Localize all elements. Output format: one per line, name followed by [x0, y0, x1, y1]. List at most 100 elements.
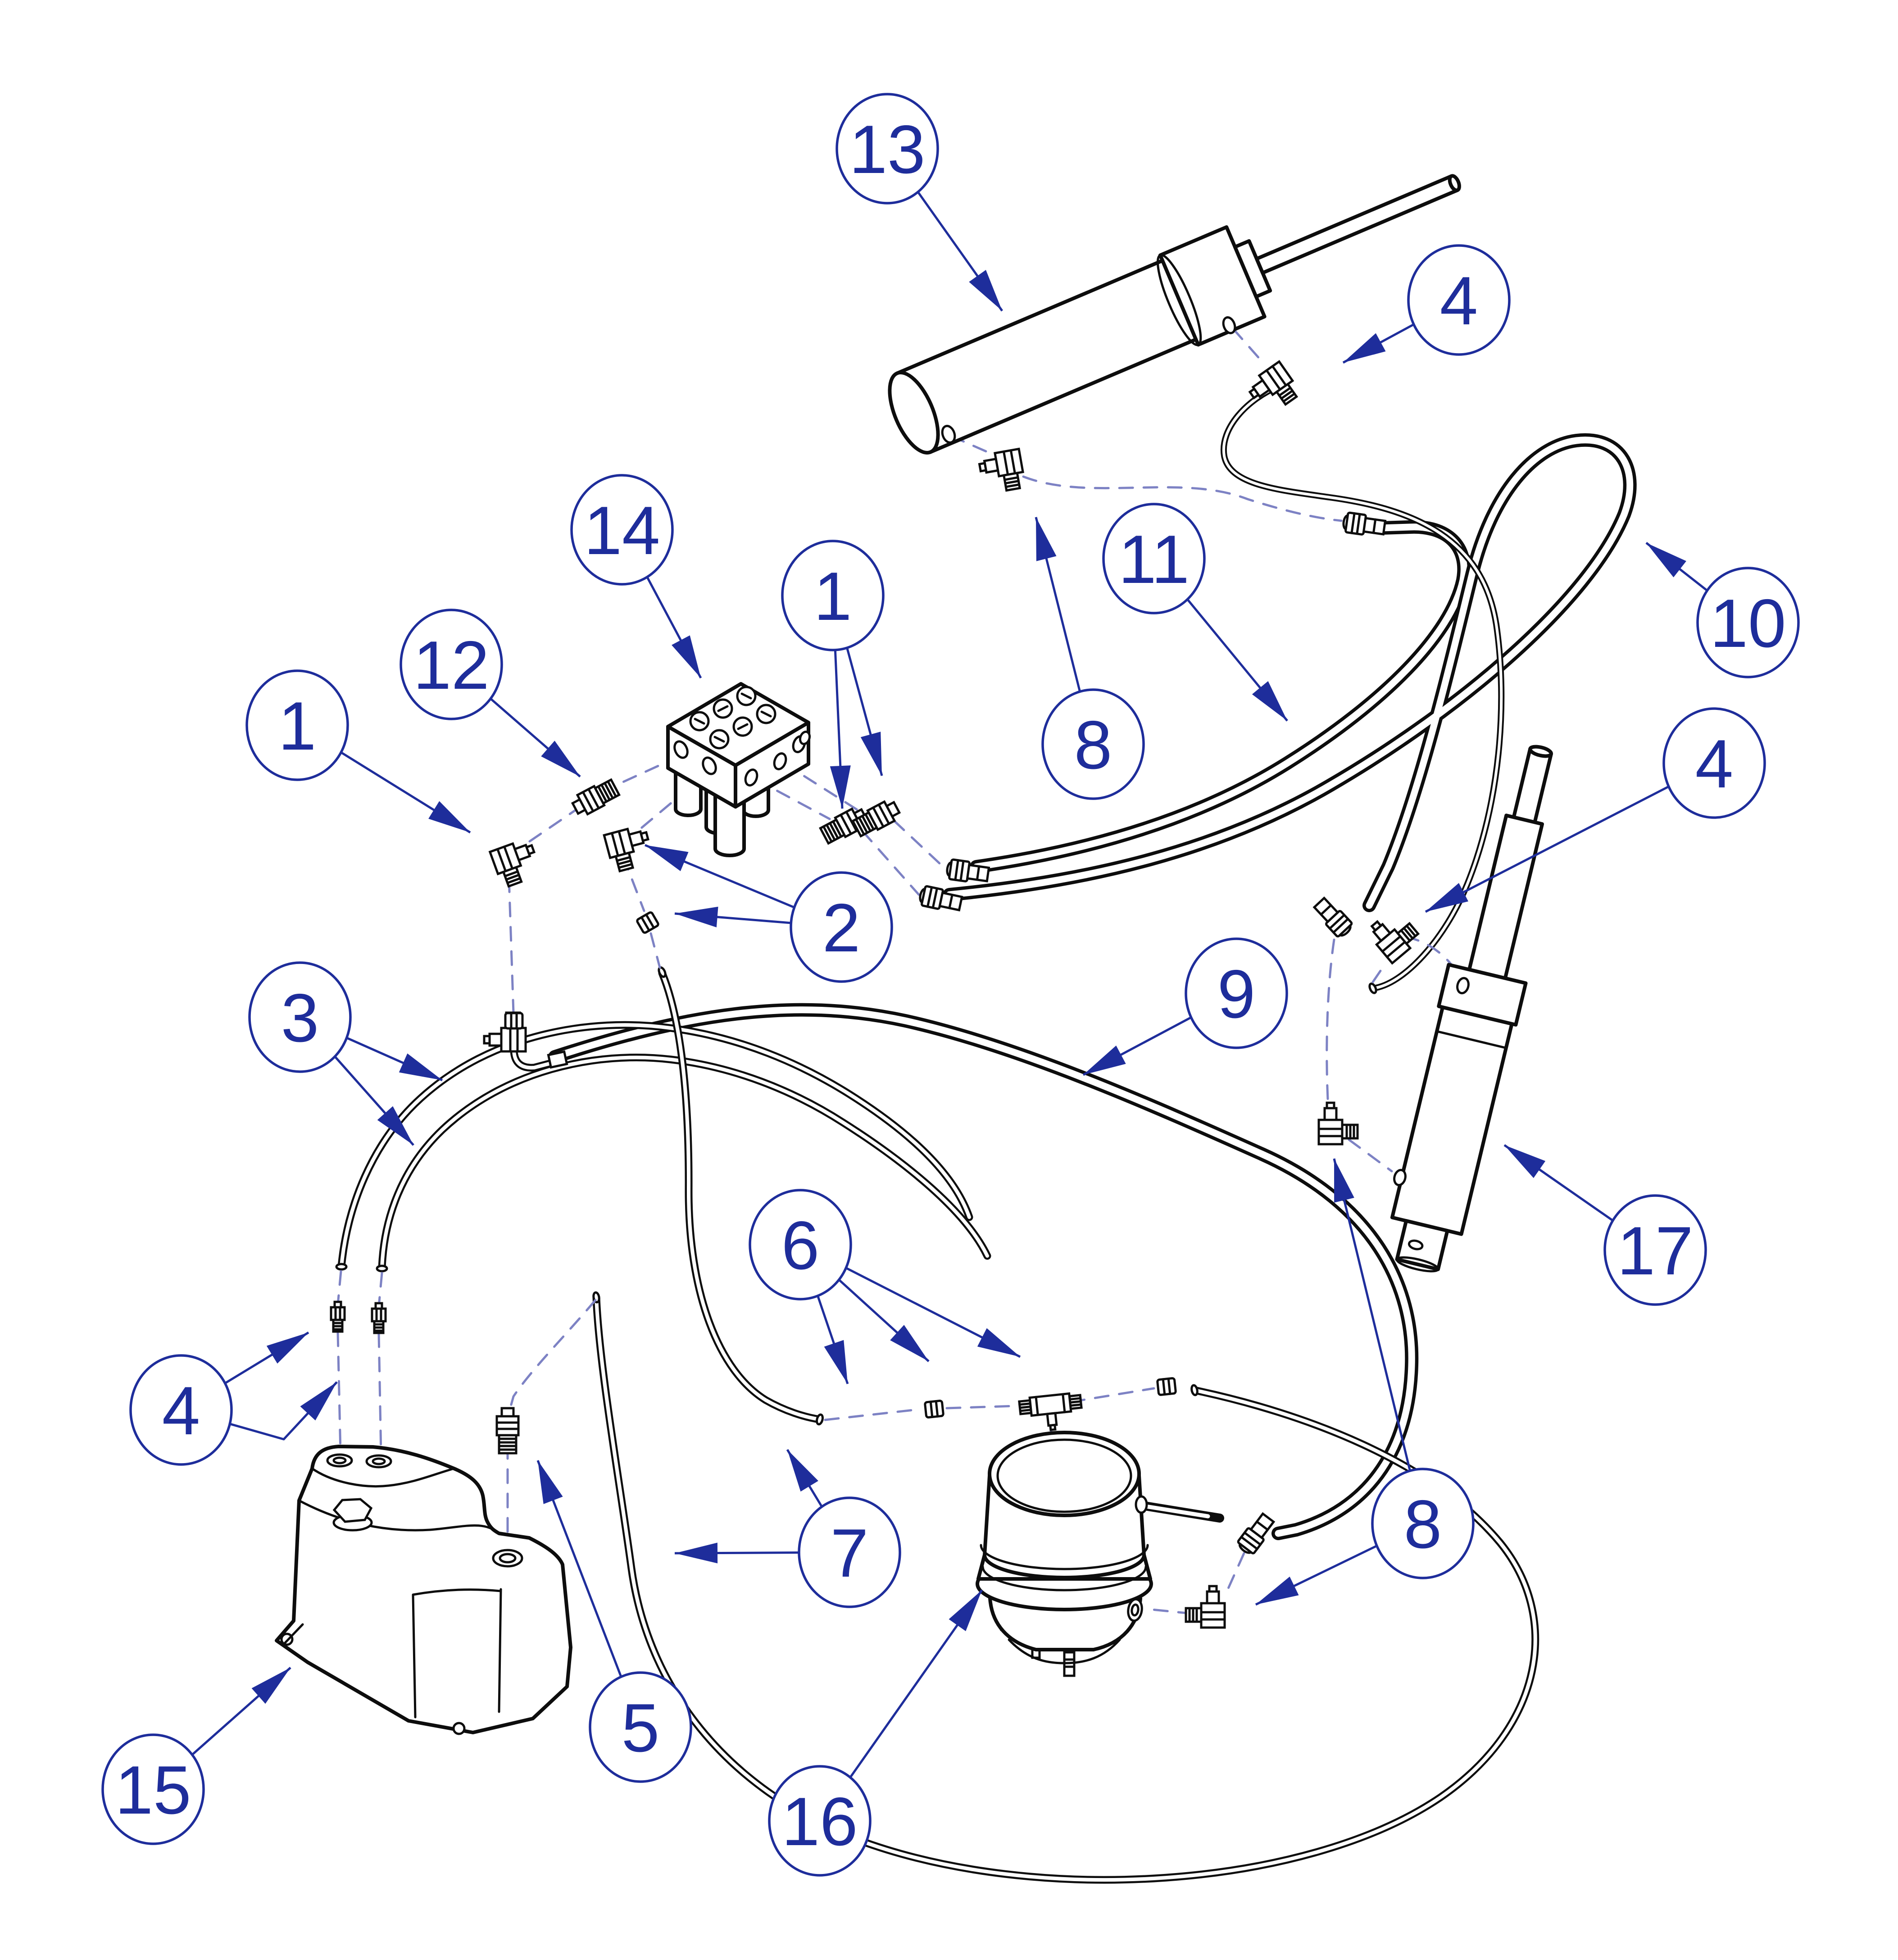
callout-circle [1407, 244, 1511, 356]
tee-nut-right [1157, 1378, 1176, 1395]
tube-7a [658, 969, 824, 1423]
leader-arrowhead [824, 1340, 848, 1384]
callout-circle [1696, 567, 1800, 678]
leader-arrowhead [860, 732, 882, 776]
diaphragm-actuator [976, 1431, 1224, 1677]
callout-4-9: 4 [1662, 707, 1766, 819]
leader-arrowhead [890, 1325, 929, 1361]
callout-label: 3 [281, 980, 319, 1056]
tee-fitting-6 [1019, 1392, 1083, 1433]
cylinder-cap-port [941, 425, 956, 444]
callout-label: 4 [162, 1373, 200, 1449]
callout-5-18: 5 [589, 1671, 692, 1783]
callout-label: 7 [831, 1515, 869, 1592]
callout-circle [589, 1671, 692, 1783]
leader-arrowhead [266, 1332, 309, 1364]
callout-label: 10 [1710, 585, 1786, 662]
callout-label: 16 [781, 1783, 858, 1860]
elbow-fitting-2 [604, 824, 654, 873]
pump-mount-hole [452, 1722, 466, 1735]
callout-1-7: 1 [245, 669, 349, 781]
callout-17-14: 17 [1603, 1194, 1707, 1306]
pump-fill-cap [332, 1498, 373, 1532]
leader-arrowhead [1256, 1576, 1299, 1605]
callout-label: 4 [1695, 726, 1734, 802]
tube-nut-2 [636, 912, 659, 933]
hose11-swivel-end [1342, 512, 1385, 537]
callout-8-16: 8 [1371, 1468, 1475, 1579]
tube-3b [378, 1054, 991, 1273]
tube-7b [592, 1293, 1539, 1884]
callout-circle [749, 1189, 852, 1301]
callout-label: 2 [822, 890, 861, 966]
tube-end-ticks [335, 966, 1377, 1426]
valve-manifold [666, 682, 811, 857]
leader-arrowhead [787, 1450, 818, 1492]
callout-label: 14 [584, 492, 660, 569]
hose-9 [510, 1003, 1419, 1540]
tilt-cylinder-lower-port [1393, 1169, 1407, 1187]
lift-cylinder [888, 174, 1461, 455]
callout-16-20: 16 [768, 1765, 872, 1877]
manifold-screws [689, 686, 776, 750]
callout-label: 5 [622, 1690, 660, 1766]
fitting-5 [497, 1408, 518, 1453]
callout-circle [570, 474, 674, 586]
callout-2-10: 2 [790, 871, 893, 983]
callout-circle [1603, 1194, 1707, 1306]
callout-circle [1371, 1468, 1475, 1579]
callout-circle [781, 540, 885, 651]
leader-arrowhead [251, 1668, 291, 1704]
callout-label: 8 [1404, 1486, 1442, 1563]
callout-label: 17 [1617, 1213, 1693, 1289]
callout-circle [768, 1765, 872, 1877]
hose9-swivel-end [1235, 1512, 1276, 1556]
barb-elbow-4-tilt [1366, 906, 1422, 963]
callout-3-12: 3 [248, 961, 352, 1073]
callout-circle [835, 93, 939, 205]
callout-15-19: 15 [101, 1733, 205, 1845]
hoses-and-tubes [335, 382, 1637, 1884]
leader-line-4 [1425, 762, 1715, 913]
leader-arrowhead [399, 1053, 442, 1080]
callout-label: 4 [1440, 263, 1478, 339]
callout-circle [129, 1354, 233, 1466]
callout-circle [798, 1496, 901, 1608]
callout-label: 9 [1217, 956, 1256, 1032]
leader-arrowhead [377, 1106, 413, 1145]
callout-8-8: 8 [1041, 688, 1145, 800]
hose9-elbow-and-nut [484, 1013, 568, 1069]
callout-1-3: 1 [781, 540, 885, 651]
adapter-fitting-1b [852, 798, 902, 838]
callout-circle [1185, 937, 1288, 1049]
manifold-ports [673, 730, 811, 787]
elbow-8-actuator [1186, 1586, 1225, 1628]
barb-elbow-8-cylinder [978, 449, 1026, 495]
leader-arrowhead [969, 270, 1002, 311]
callout-10-5: 10 [1696, 567, 1800, 678]
elbow-8-tilt [1319, 1103, 1358, 1144]
leader-line-8 [1333, 1158, 1424, 1524]
hose10-swivel-end [1312, 896, 1354, 940]
leader-arrowhead [672, 635, 701, 678]
callout-6-13: 6 [749, 1189, 852, 1301]
callout-label: 12 [413, 627, 489, 704]
callout-11-4: 11 [1102, 503, 1206, 614]
leader-arrowhead [1343, 333, 1386, 363]
leader-arrowhead [1426, 883, 1468, 912]
callout-circle [1102, 503, 1206, 614]
tilt-cylinder [1390, 745, 1553, 1273]
tee-nut-left [925, 1401, 943, 1418]
check-valve-4-right [372, 1303, 386, 1333]
elbow-fitting-1 [490, 838, 542, 888]
leader-arrowhead [675, 906, 718, 928]
callout-circle [790, 871, 893, 983]
callout-label: 1 [278, 688, 317, 764]
leader-arrowhead [1083, 1046, 1126, 1075]
leader-arrowhead [300, 1382, 337, 1421]
callout-circle [1041, 688, 1145, 800]
fitting-12 [570, 778, 620, 818]
pump-reservoir [275, 1445, 572, 1735]
callout-13-0: 13 [835, 93, 939, 205]
